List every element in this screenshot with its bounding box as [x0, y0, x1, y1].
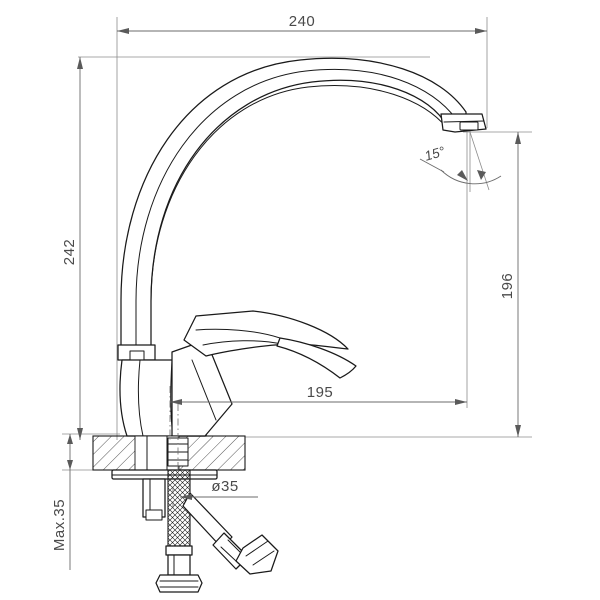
dimension-hole-35-label: ø35	[211, 478, 238, 495]
faucet-assembly	[92, 57, 487, 593]
dimension-240-label: 240	[289, 13, 316, 30]
spout-aerator	[440, 113, 487, 133]
gooseneck-spout	[120, 57, 467, 359]
mixer-body-base	[117, 339, 233, 437]
lever-handle	[183, 310, 357, 379]
dimension-196-label: 196	[499, 273, 516, 300]
dimension-angle-15-label: 15°	[423, 143, 447, 163]
angled-connector	[182, 492, 279, 575]
dimension-max-35: Max.35	[51, 434, 73, 570]
dimension-hole-35: ø35	[172, 478, 258, 508]
dimension-196: 196	[499, 132, 521, 437]
dimension-195: 195	[169, 384, 467, 440]
dimension-195-label: 195	[307, 384, 334, 401]
dimension-240: 240	[117, 13, 487, 34]
mounting-shank	[142, 478, 166, 521]
dimension-angle-15: 15°	[419, 131, 502, 192]
clamp-washer-plate	[111, 469, 218, 480]
countertop-deck	[92, 435, 246, 471]
dimension-242-label: 242	[61, 239, 78, 266]
extension-lines	[62, 17, 532, 471]
braided-hose	[155, 469, 203, 593]
dimension-242: 242	[61, 57, 83, 440]
dimension-max-35-label: Max.35	[51, 499, 68, 551]
